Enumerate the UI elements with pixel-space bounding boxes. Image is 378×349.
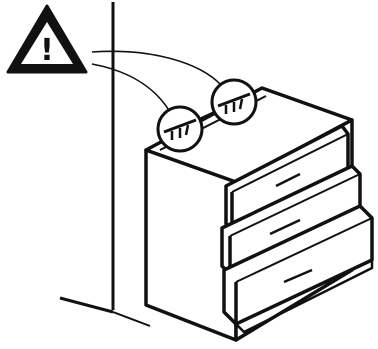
- dresser: [144, 86, 374, 342]
- anchor-connector: [198, 111, 215, 120]
- floor-line: [59, 296, 114, 314]
- drawer-middle: [220, 164, 362, 276]
- wall-anchor-icon: [156, 105, 204, 153]
- warning-symbol: !: [40, 33, 54, 68]
- wall-anchor-icon: [210, 78, 258, 126]
- wall: [59, 2, 151, 327]
- drawer-handle: [283, 268, 313, 284]
- warning-triangle-icon: !: [6, 4, 88, 74]
- drawer-handle: [275, 172, 301, 188]
- drawer-bottom: [222, 204, 374, 334]
- drawer-handle: [269, 218, 301, 236]
- callout-lines: [91, 50, 223, 113]
